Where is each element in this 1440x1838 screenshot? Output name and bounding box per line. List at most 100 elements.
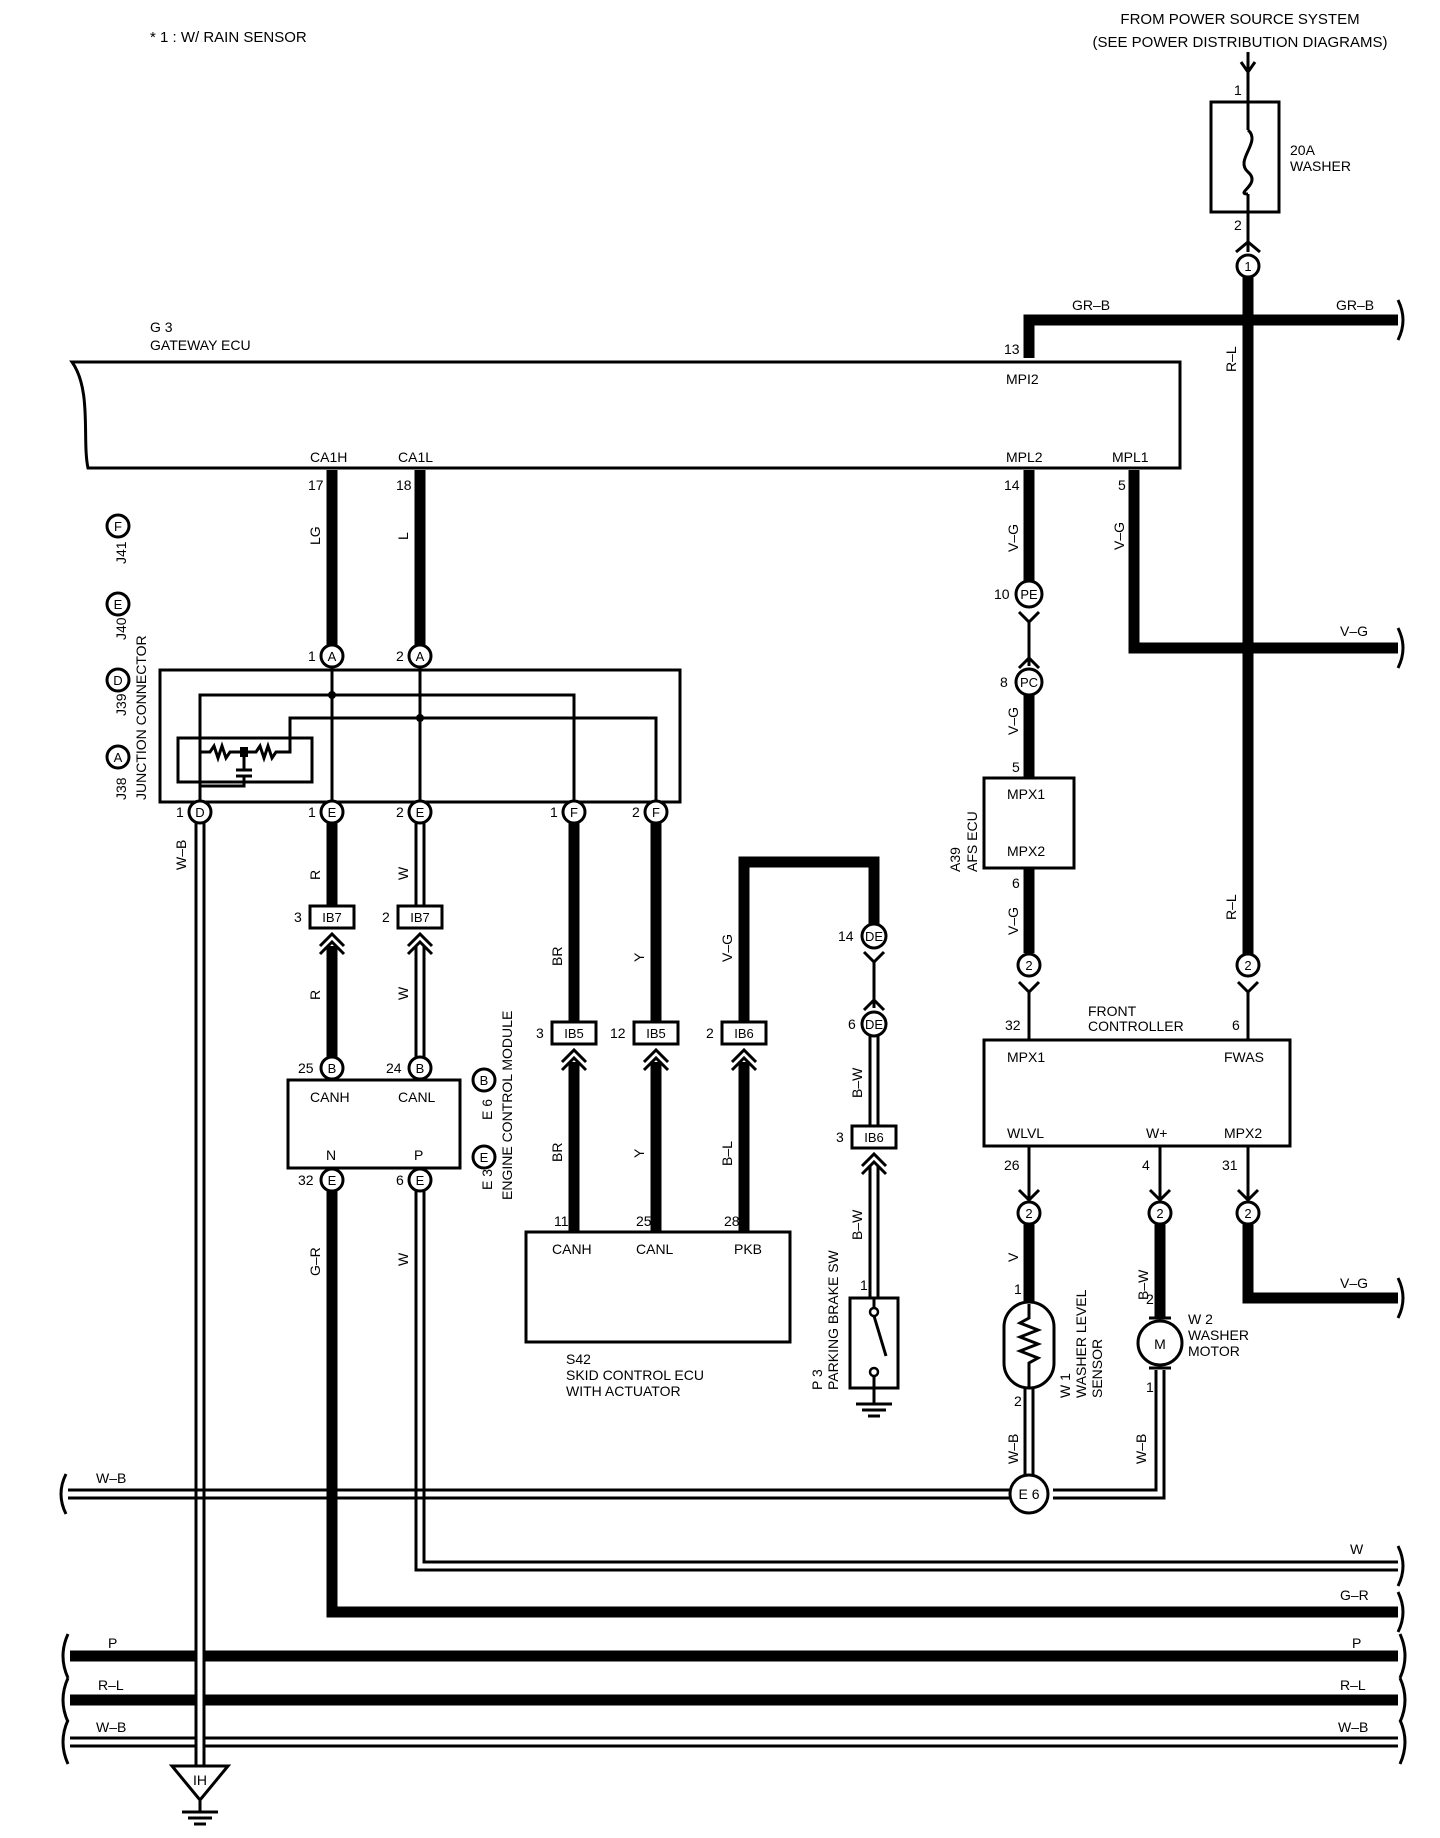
motor-name1: WASHER — [1188, 1327, 1249, 1343]
power-source-line1: FROM POWER SOURCE SYSTEM — [1120, 11, 1359, 28]
wlvl-name2: SENSOR — [1089, 1339, 1105, 1398]
motor-symbol: M — [1154, 1336, 1166, 1352]
wb-bus-label-right: W–B — [1338, 1719, 1368, 1735]
fc-fwas-connector: 2 — [1235, 952, 1261, 1040]
fc-conn-num-5: 2 — [1244, 1206, 1251, 1221]
de-pin-14: 14 — [838, 928, 854, 944]
mpl1-vg-end — [1396, 627, 1405, 669]
ecm-top-num-24: 24 — [386, 1060, 402, 1076]
ca1h-wire-label: LG — [307, 526, 323, 545]
jc-bottom-letter-e2: E — [416, 805, 425, 820]
grb-wire — [1023, 314, 1398, 358]
w-wire-a — [414, 1191, 1398, 1572]
fc-pin-32: 32 — [1005, 1017, 1021, 1033]
fc-conn-num-3: 2 — [1025, 1206, 1032, 1221]
skid-control-ecu: 11 25 28 CANH CANL PKB S42 SKID CONTROL … — [524, 1213, 792, 1399]
fc-conn-num-4: 2 — [1156, 1206, 1163, 1221]
ib6-label-bw: IB6 — [864, 1130, 884, 1145]
ecm-label-p: P — [414, 1147, 423, 1163]
p-bus-left-end — [61, 1633, 70, 1679]
jc-w-label-bottom: W — [395, 986, 411, 1000]
afs-name: AFS ECU — [964, 811, 980, 872]
afs-out-wire-label: V–G — [1005, 907, 1021, 935]
wb-bus-label-left: W–B — [96, 1719, 126, 1735]
ecm-gr-label: G–R — [307, 1247, 323, 1276]
junction-connector: JUNCTION CONNECTOR — [133, 635, 682, 804]
w-right-label: W — [1350, 1541, 1364, 1557]
pe-connector: PE 10 — [994, 579, 1044, 625]
ca1l-wire-label: L — [395, 532, 411, 540]
jc-bottom-pin-f1: F 1 — [550, 799, 587, 825]
motor-code: W 2 — [1188, 1311, 1213, 1327]
engine-control-module: B 25 B 24 CANH CANL N P E 32 E 6 B E E 3… — [286, 1011, 515, 1200]
ecm-top-letter-2: B — [416, 1061, 425, 1076]
ground-ih: IH — [168, 1764, 232, 1826]
rl-bus-label-left: R–L — [98, 1677, 124, 1693]
gateway-pin-mpl2: MPL2 — [1006, 449, 1043, 465]
jc-r-label-top: R — [307, 870, 323, 880]
ground-e6-label: E 6 — [1018, 1486, 1039, 1502]
pbs-name: PARKING BRAKE SW — [825, 1249, 841, 1390]
fc-name1: FRONT — [1088, 1003, 1137, 1019]
ecm-top-letter-1: B — [328, 1061, 337, 1076]
afs-ecu: MPX1 MPX2 5 6 A39 AFS ECU — [947, 759, 1076, 891]
front-controller: FRONT CONTROLLER 32 6 MPX1 FWAS WLVL W+ … — [982, 1003, 1292, 1173]
grb-wire-end — [1396, 299, 1405, 341]
wlvl-pin-top: 1 — [1014, 1281, 1022, 1297]
wb-top-bus-label: W–B — [96, 1470, 126, 1486]
ecm-code-e6: E 6 — [479, 1099, 495, 1120]
p-bus-label-left: P — [108, 1635, 117, 1651]
ecm-w-label: W — [395, 1252, 411, 1266]
ecm-top-num-25: 25 — [298, 1060, 314, 1076]
ecm-bottom-letter-1: E — [328, 1173, 337, 1188]
rl-bus-left-end — [61, 1677, 70, 1723]
ib7-connector-r: IB7 3 — [294, 904, 356, 956]
pbs-code: P 3 — [809, 1369, 825, 1390]
jc-code-j41: J41 — [113, 541, 129, 564]
de-pin-6: 6 — [848, 1016, 856, 1032]
gateway-ecu: G 3 GATEWAY ECU MPI2 13 CA1H CA1L MPL2 M… — [69, 319, 1182, 493]
washer-level-sensor: 1 2 W 1 WASHER LEVEL SENSOR — [1002, 1281, 1105, 1409]
ground-ih-label: IH — [193, 1772, 207, 1788]
jc-letter-e: E — [114, 597, 123, 612]
ib7-connector-w: IB7 2 — [382, 904, 444, 956]
fuse-rating: 20A — [1290, 142, 1316, 158]
ib5-pin-y: 12 — [610, 1025, 626, 1041]
jc-bottom-pin-e2: E 2 — [396, 799, 433, 825]
fc-label-mpx1: MPX1 — [1007, 1049, 1045, 1065]
gateway-pin-ca1h: CA1H — [310, 449, 347, 465]
power-source-line2: (SEE POWER DISTRIBUTION DIAGRAMS) — [1092, 34, 1387, 51]
gateway-pin-mpl1: MPL1 — [1112, 449, 1149, 465]
jc-top-pin-2: A 2 — [396, 643, 433, 669]
ecm-name: ENGINE CONTROL MODULE — [499, 1011, 515, 1200]
jc-top-pin-1: A 1 — [308, 643, 345, 669]
p-bus-label-right: P — [1352, 1635, 1361, 1651]
jc-bottom-letter-e1: E — [328, 805, 337, 820]
fc-mpx2-output: 2 — [1235, 1146, 1261, 1226]
y-label-top: Y — [631, 952, 647, 962]
jc-bottom-num-e1: 1 — [308, 804, 316, 820]
skid-label-canh: CANH — [552, 1241, 592, 1257]
skid-y-label: Y — [631, 1148, 647, 1158]
mpl2-wire-label: V–G — [1005, 524, 1021, 552]
pe-num: 10 — [994, 586, 1010, 602]
ib7-pin-r: 3 — [294, 909, 302, 925]
jc-bottom-num-e2: 2 — [396, 804, 404, 820]
fuse-washer: 1 2 20A WASHER — [1209, 52, 1351, 252]
p-bus-right-end — [1398, 1633, 1407, 1679]
ib6-label-bl: IB6 — [734, 1026, 754, 1041]
de-bw-label-top: B–W — [849, 1067, 865, 1098]
pe-label: PE — [1020, 587, 1038, 602]
ib7-label-r: IB7 — [322, 910, 342, 925]
fc-mpx1-connector: 2 — [1016, 952, 1042, 1040]
gateway-pin-ca1l: CA1L — [398, 449, 433, 465]
fc-pin-31: 31 — [1222, 1157, 1238, 1173]
motor-wire-label: B–W — [1135, 1269, 1151, 1300]
de-connector-14: DE 14 — [838, 922, 888, 965]
gateway-ecu-code: G 3 — [150, 319, 173, 335]
wlvl-ground-wire-label: W–B — [1005, 1434, 1021, 1464]
gateway-pin-5: 5 — [1118, 477, 1126, 493]
rain-sensor-note: * 1 : W/ RAIN SENSOR — [150, 29, 307, 46]
mpl1-wire-label: V–G — [1111, 522, 1127, 550]
